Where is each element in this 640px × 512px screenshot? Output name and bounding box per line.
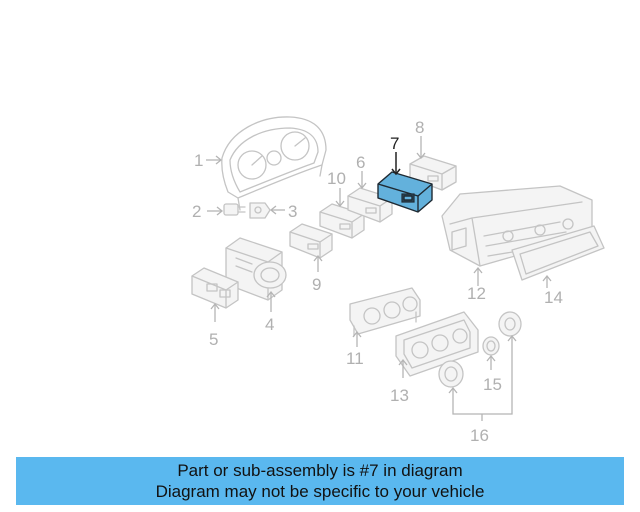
part-heater-bezel-13: [395, 311, 479, 377]
callout-6: 6: [356, 153, 365, 172]
callout-5: 5: [209, 330, 218, 349]
banner-line-2: Diagram may not be specific to your vehi…: [155, 482, 485, 501]
parts-diagram: 1 2 3 4 5 9: [191, 116, 605, 445]
callout-11: 11: [346, 349, 364, 368]
callout-2: 2: [192, 202, 201, 221]
part-trim-frame: [511, 225, 605, 281]
callout-7: 7: [390, 134, 399, 153]
callout-12: 12: [467, 284, 486, 303]
callout-8: 8: [415, 118, 424, 137]
part-light-switch: [225, 237, 287, 301]
callout-14: 14: [544, 288, 563, 307]
callout-1: 1: [194, 151, 203, 170]
callout-3: 3: [288, 202, 297, 221]
callout-13: 13: [390, 386, 409, 405]
part-knob-15: [482, 336, 500, 356]
callout-16: 16: [470, 426, 489, 445]
part-instrument-cluster: [221, 116, 327, 211]
part-switch-5: [191, 267, 239, 309]
part-knob-16b: [498, 311, 522, 337]
part-knob-16a: [438, 360, 464, 388]
callout-9: 9: [312, 275, 321, 294]
callout-15: 15: [483, 375, 502, 394]
banner-line-1: Part or sub-assembly is #7 in diagram: [177, 461, 463, 480]
part-sensor: [223, 202, 271, 219]
part-7-highlighted[interactable]: [377, 171, 433, 213]
part-heater-control-11: [349, 287, 421, 337]
callout-10: 10: [327, 169, 346, 188]
callout-4: 4: [265, 315, 274, 334]
info-banner: Part or sub-assembly is #7 in diagram Di…: [16, 457, 624, 505]
part-switch-9: [289, 223, 333, 259]
